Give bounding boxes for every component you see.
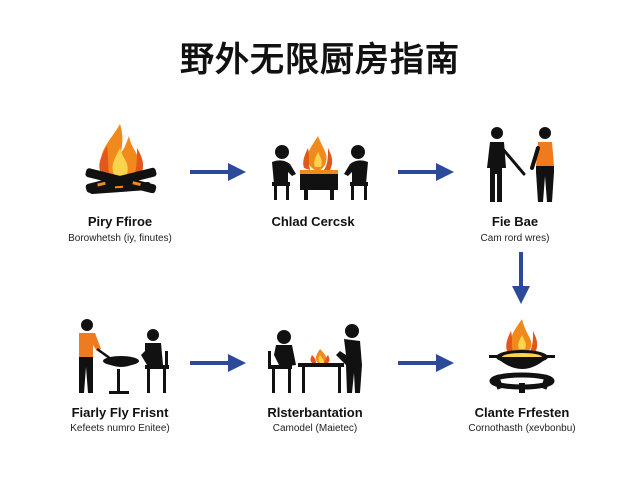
arrow-down-1 (512, 252, 530, 304)
step-1-label: Piry Ffiroe (87, 214, 153, 229)
step-3-label: Fie Bae (491, 214, 539, 229)
arrow-right-4 (398, 354, 454, 372)
step-2: Chlad Cercsk (238, 118, 388, 248)
step-5-label: Rlsterbantation (267, 405, 363, 420)
arrow-right-1 (190, 163, 246, 181)
step-4-sub: Kefeets numro Enitee) (70, 423, 170, 434)
arrow-right-2 (398, 163, 454, 181)
step-6-label: Clante Frfesten (474, 405, 570, 420)
arrow-right-3 (190, 354, 246, 372)
step-4: Fiarly Fly Frisnt Kefeets numro Enitee) (45, 315, 195, 435)
two-people-poking-icon (487, 127, 554, 202)
step-1: Piry Ffiroe Borowhetsh (iy, finutes) (45, 118, 195, 248)
step-6-sub: Cornothasth (xevbonbu) (468, 423, 576, 434)
two-people-cooking-pan-icon (79, 319, 169, 394)
step-5: Rlsterbantation Camodel (Maietec) (240, 315, 390, 435)
two-people-table-fire-icon (268, 324, 362, 393)
step-3: Fie Bae Cam rord wres) (440, 118, 590, 248)
two-people-fire-grill-icon (272, 136, 368, 200)
step-3-sub: Cam rord wres) (480, 233, 550, 244)
step-4-label: Fiarly Fly Frisnt (71, 405, 169, 420)
wok-on-fire-icon (489, 319, 555, 393)
step-5-sub: Camodel (Maietec) (272, 423, 358, 434)
step-6: Clante Frfesten Cornothasth (xevbonbu) (447, 315, 597, 435)
page-title: 野外无限厨房指南 (180, 40, 460, 80)
step-2-label: Chlad Cercsk (271, 214, 355, 229)
campfire-icon (85, 124, 157, 194)
step-1-sub: Borowhetsh (iy, finutes) (68, 233, 172, 244)
